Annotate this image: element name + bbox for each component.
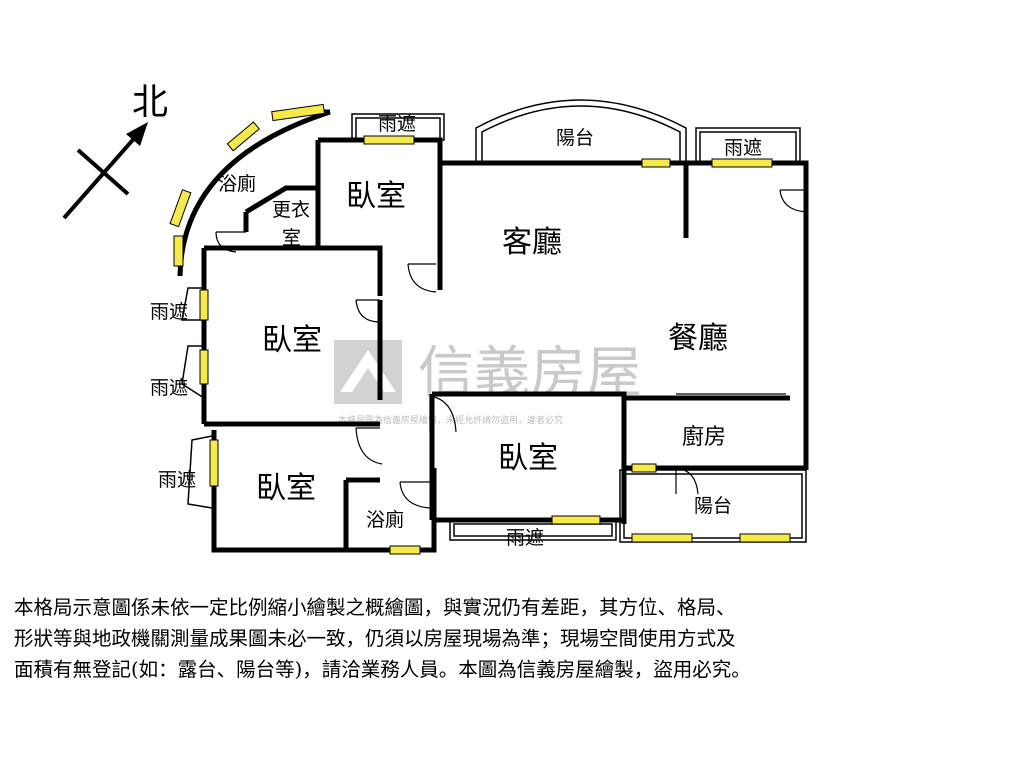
door-bedroom-left (355, 299, 381, 323)
closet-label-line1: 更衣 (272, 199, 310, 221)
bedroom-top-label: 臥室 (346, 179, 406, 214)
door-bedroom-top (407, 263, 437, 293)
watermark-logo (334, 340, 402, 404)
awning-left-1-label: 雨遮 (150, 301, 188, 323)
doors (215, 162, 807, 509)
door-corridor (429, 395, 457, 433)
living-room-label: 客廳 (502, 225, 562, 260)
disclaimer-line-2: 形狀等與地政機關測量成果圖未必一致，仍須以房屋現場為準；現場空間使用方式及 (14, 627, 736, 650)
door-bath-bottom (399, 481, 431, 509)
dining-room-label: 餐廳 (668, 321, 728, 356)
bedroom-bottom-left-label: 臥室 (256, 471, 316, 506)
awning-top-left-label: 雨遮 (378, 113, 416, 135)
north-arrow-icon (126, 122, 148, 146)
awning-bottom-label: 雨遮 (506, 527, 544, 549)
balcony-right-label: 陽台 (694, 495, 732, 517)
bedroom-center-label: 臥室 (498, 441, 558, 476)
windows (169, 103, 791, 555)
watermark-notice: 本格局圖為信義房屋繪製，未經允許請勿盜用，違者必究 (338, 414, 563, 426)
balcony-outlines (181, 99, 807, 543)
awning-left-2-label: 雨遮 (150, 377, 188, 399)
awning-top-right-label: 雨遮 (724, 137, 762, 159)
balcony-top-label: 陽台 (556, 127, 594, 149)
compass-north-label: 北 (132, 82, 168, 123)
disclaimer-line-1: 本格局示意圖係未依一定比例縮小繪製之概繪圖，與實況仍有差距，其方位、格局、 (14, 596, 736, 619)
floor-plan: 信義房屋 本格局圖為信義房屋繪製，未經允許請勿盜用，違者必究 北 (62, 82, 809, 555)
closet-label-line2: 室 (282, 227, 301, 249)
compass: 北 (62, 82, 168, 220)
door-bath-top (215, 231, 246, 253)
door-balcony-right (675, 467, 699, 495)
disclaimer-line-3: 面積有無登記(如：露台、陽台等)，請洽業務人員。本圖為信義房屋繪製，盜用必究。 (14, 658, 751, 681)
bath-bottom-label: 浴廁 (366, 508, 404, 531)
bath-top-label: 浴廁 (218, 172, 256, 195)
disclaimer: 本格局示意圖係未依一定比例縮小繪製之概繪圖，與實況仍有差距，其方位、格局、 形狀… (14, 592, 1014, 685)
door-bedroom-bottom (355, 427, 383, 465)
kitchen-label: 廚房 (682, 425, 726, 450)
door-dining (779, 189, 807, 213)
bedroom-left-label: 臥室 (262, 323, 322, 358)
room-labels: 客廳 餐廳 廚房 臥室 臥室 臥室 臥室 浴廁 浴廁 更衣 室 陽台 陽台 雨遮… (150, 113, 762, 549)
awning-left-3-label: 雨遮 (158, 469, 196, 491)
